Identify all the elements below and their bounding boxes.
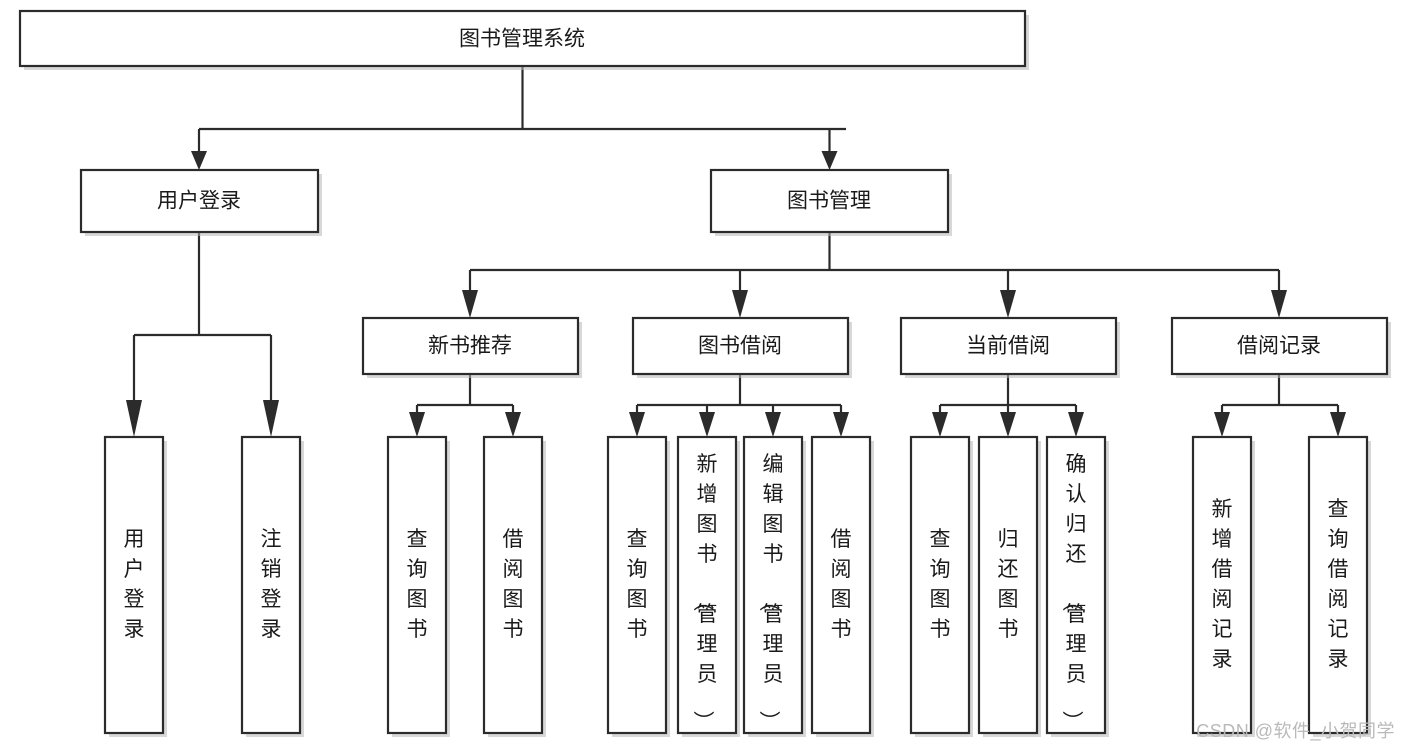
arrow-head-leaf-11 [1214, 412, 1230, 437]
node-leaf-12-label: 查询借阅记录 [1328, 498, 1349, 671]
node-leaf-0[interactable]: 用户登录 [103, 435, 167, 737]
node-l2-0[interactable]: 用户登录 [79, 168, 322, 236]
connectors-layer [126, 66, 1346, 437]
node-leaf-12-box[interactable] [1307, 435, 1369, 735]
arrow-head-leaf-9 [1000, 412, 1016, 437]
node-leaf-7-label: 借阅图书 [831, 528, 852, 641]
node-leaf-6[interactable]: 编辑图书（管理员） [742, 435, 806, 737]
node-leaf-11[interactable]: 新增借阅记录 [1191, 435, 1255, 737]
node-l3-3-label: 借阅记录 [1237, 335, 1321, 358]
node-leaf-9-label: 归还图书 [998, 528, 1019, 641]
node-l3-2-box[interactable] [899, 316, 1118, 376]
arrow-head-leaf-12 [1330, 412, 1346, 437]
node-l3-0-box[interactable] [361, 316, 580, 376]
node-leaf-10-label: 确认归还（管理员） [1061, 453, 1087, 732]
node-leaf-2-label: 查询图书 [407, 528, 428, 641]
node-leaf-1-box[interactable] [240, 435, 302, 735]
arrow-head-user-login [191, 151, 207, 170]
node-leaf-11-box[interactable] [1191, 435, 1253, 735]
node-l3-1-box[interactable] [631, 316, 850, 376]
node-leaf-2-box[interactable] [386, 435, 448, 735]
node-leaf-7-box[interactable] [810, 435, 872, 735]
node-l3-2-label: 当前借阅 [966, 335, 1050, 358]
node-leaf-0-label: 用户登录 [124, 528, 145, 641]
node-leaf-9[interactable]: 归还图书 [977, 435, 1041, 737]
node-l2-0-box[interactable] [79, 168, 320, 234]
arrow-head-leaf-3 [505, 412, 521, 437]
node-leaf-4-box[interactable] [606, 435, 668, 735]
arrow-head-l3-2 [1000, 290, 1016, 318]
node-leaf-10-box[interactable] [1045, 435, 1107, 735]
node-l2-1-box[interactable] [709, 168, 950, 234]
arrow-head-leaf-0 [126, 400, 142, 437]
node-l2-1-label: 图书管理 [787, 190, 871, 213]
arrow-head-l3-3 [1271, 290, 1287, 318]
arrow-head-leaf-1 [263, 400, 279, 437]
node-leaf-7[interactable]: 借阅图书 [810, 435, 874, 737]
node-leaf-10[interactable]: 确认归还（管理员） [1045, 435, 1109, 737]
node-l3-1-label: 图书借阅 [698, 335, 782, 358]
arrow-head-leaf-5 [699, 412, 715, 437]
arrow-head-leaf-8 [932, 412, 948, 437]
node-leaf-9-box[interactable] [977, 435, 1039, 735]
node-leaf-6-box[interactable] [742, 435, 804, 735]
node-l3-3-box[interactable] [1170, 316, 1389, 376]
node-root-label: 图书管理系统 [459, 28, 585, 51]
arrow-head-book-mgmt [821, 151, 838, 170]
node-l2-1[interactable]: 图书管理 [709, 168, 952, 236]
node-l3-1[interactable]: 图书借阅 [631, 316, 852, 378]
node-l3-2[interactable]: 当前借阅 [899, 316, 1120, 378]
node-l3-0[interactable]: 新书推荐 [361, 316, 582, 378]
node-leaf-2[interactable]: 查询图书 [386, 435, 450, 737]
node-leaf-12[interactable]: 查询借阅记录 [1307, 435, 1371, 737]
node-leaf-4-label: 查询图书 [627, 528, 648, 641]
node-root[interactable]: 图书管理系统 [18, 9, 1029, 70]
node-root-box[interactable] [18, 9, 1027, 68]
node-leaf-5-box[interactable] [676, 435, 738, 735]
arrow-head-leaf-10 [1068, 412, 1084, 437]
node-leaf-0-box[interactable] [103, 435, 165, 735]
arrow-head-l3-0 [462, 290, 478, 318]
node-leaf-8[interactable]: 查询图书 [909, 435, 973, 737]
node-l3-3[interactable]: 借阅记录 [1170, 316, 1391, 378]
arrow-head-leaf-4 [629, 412, 645, 437]
leaf-nodes-layer: 用户登录 注销登录 查询图书 借阅图书 查询图书 [103, 435, 1371, 737]
node-l3-0-label: 新书推荐 [428, 335, 512, 358]
node-leaf-3-label: 借阅图书 [503, 528, 524, 641]
node-leaf-8-box[interactable] [909, 435, 971, 735]
node-leaf-1[interactable]: 注销登录 [240, 435, 304, 737]
arrow-head-leaf-6 [765, 412, 781, 437]
node-leaf-8-label: 查询图书 [930, 528, 951, 641]
arrow-head-leaf-7 [833, 412, 849, 437]
node-leaf-5-label: 新增图书（管理员） [692, 453, 718, 732]
node-leaf-4[interactable]: 查询图书 [606, 435, 670, 737]
node-leaf-3-box[interactable] [482, 435, 544, 735]
node-leaf-3[interactable]: 借阅图书 [482, 435, 546, 737]
node-leaf-5[interactable]: 新增图书（管理员） [676, 435, 740, 737]
node-leaf-6-label: 编辑图书（管理员） [758, 453, 784, 732]
node-leaf-1-label: 注销登录 [261, 528, 282, 641]
arrow-head-l3-1 [732, 290, 748, 318]
node-leaf-11-label: 新增借阅记录 [1212, 498, 1233, 671]
node-l2-0-label: 用户登录 [157, 190, 241, 213]
arrow-head-leaf-2 [409, 412, 425, 437]
